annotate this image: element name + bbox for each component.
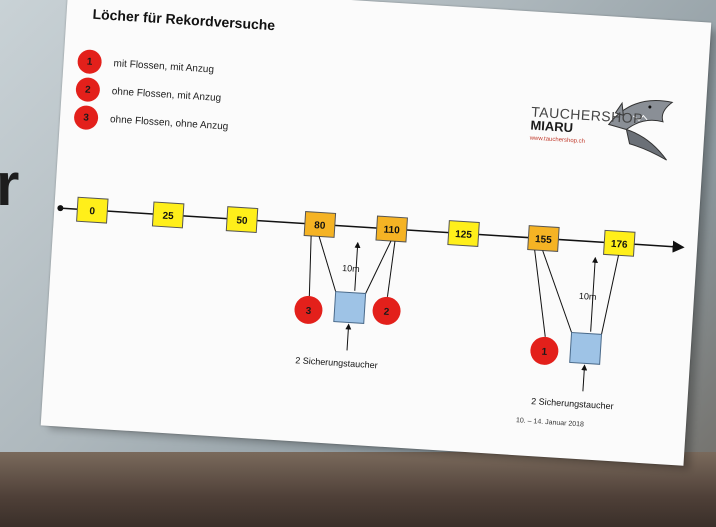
hole-line (534, 249, 546, 337)
distance-marker: 155 (527, 225, 560, 252)
background-letter: r (0, 151, 20, 218)
connector-line (318, 236, 337, 292)
hole-number: 1 (541, 347, 548, 358)
distance-marker: 80 (303, 211, 337, 238)
hole-number: 2 (383, 307, 390, 318)
marker-label: 25 (162, 211, 174, 223)
marker-label: 155 (535, 234, 553, 246)
marker-box (76, 196, 109, 224)
record-hole: 3 (294, 235, 323, 324)
hole-circle (530, 336, 559, 365)
distance-marker: 0 (76, 196, 109, 224)
marker-label: 50 (236, 215, 248, 227)
marker-box (151, 201, 185, 229)
distance-arrow (354, 241, 361, 291)
connector-line (365, 240, 392, 294)
marker-label: 0 (89, 206, 96, 217)
hole-line (308, 235, 312, 296)
hole-diagram: 0 25 50 80 110 125 155 176 10m 2 Sicherungstauch… (57, 196, 685, 411)
distance-marker: 110 (375, 215, 408, 243)
safety-label: 2 Sicherungstaucher (531, 396, 614, 411)
connector-line (601, 255, 620, 335)
distance-label: 10m (342, 263, 360, 274)
shark-icon (607, 100, 674, 161)
distance-marker: 125 (447, 220, 480, 247)
hole-number: 3 (305, 306, 312, 317)
paper-sheet: Löcher für Rekordversuche 1 mit Flossen,… (40, 0, 712, 466)
distance-marker: 50 (225, 206, 259, 234)
distance-arrow (590, 256, 598, 332)
connector-line (542, 250, 573, 333)
hole-circle (294, 295, 323, 324)
safety-label: 2 Sicherungstaucher (295, 355, 378, 370)
distance-marker: 176 (603, 229, 636, 257)
safety-diver-box (569, 331, 603, 365)
logo: TAUCHERSHOP MIARU www.tauchershop.ch (528, 80, 683, 169)
marker-box (225, 206, 259, 234)
distance-marker: 25 (151, 201, 185, 229)
marker-label: 125 (455, 229, 473, 241)
marker-label: 80 (314, 220, 326, 232)
safety-arrow (345, 323, 352, 351)
safety-diver-box (333, 291, 367, 324)
hole-circle (372, 296, 401, 325)
marker-box (447, 220, 480, 247)
safety-arrow (581, 364, 588, 392)
marker-label: 110 (383, 224, 400, 236)
hole-line (386, 241, 396, 297)
distance-label: 10m (579, 291, 597, 302)
record-hole: 2 (372, 241, 401, 325)
background-floor (0, 452, 716, 527)
record-hole: 1 (530, 249, 559, 365)
marker-label: 176 (611, 239, 629, 251)
start-point (57, 205, 64, 212)
